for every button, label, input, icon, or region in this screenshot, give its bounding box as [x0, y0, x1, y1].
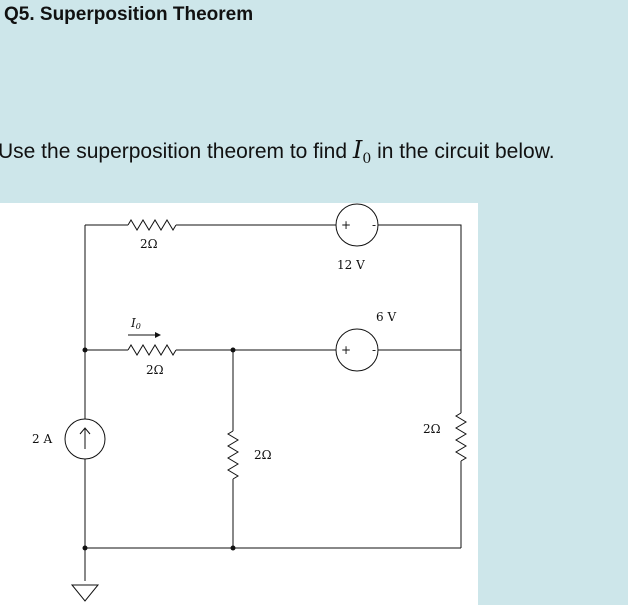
question-title: Q5. Superposition Theorem: [4, 4, 254, 25]
label-r-center: 2Ω: [254, 448, 272, 462]
prompt-symbol-subscript: 0: [362, 151, 372, 168]
label-v-top: 12 V: [337, 258, 365, 272]
current-arrowhead-icon: [155, 332, 161, 338]
label-current-subscript: 0: [136, 322, 141, 331]
resistor-top-icon: [127, 219, 177, 231]
vsrc-top-plus: +: [341, 218, 351, 232]
circuit-diagram: + - + - 2Ω: [32, 203, 467, 602]
label-r-right: 2Ω: [423, 422, 441, 436]
junction-dot-left-mid: [82, 347, 88, 353]
circuit-figure: + - + - 2Ω: [0, 203, 478, 605]
resistor-mid-icon: [127, 344, 177, 356]
label-v-mid: 6 V: [376, 310, 396, 324]
label-current-symbol: I: [130, 316, 136, 330]
prompt-text-after: in the circuit below.: [371, 140, 555, 163]
current-source-arrow-icon: [79, 427, 91, 449]
label-current-source: 2 A: [32, 432, 52, 446]
resistor-center-icon: [227, 430, 239, 480]
label-r-top: 2Ω: [140, 237, 158, 251]
ground-icon: [70, 584, 100, 602]
junction-dot-center-mid: [230, 347, 236, 353]
prompt-symbol: I: [352, 136, 363, 164]
question-prompt: Use the superposition theorem to find I0…: [0, 136, 555, 167]
junction-dot-center-bottom: [230, 545, 236, 551]
label-r-mid: 2Ω: [146, 363, 164, 377]
vsrc-mid-plus: +: [341, 343, 351, 357]
prompt-text-before: Use the superposition theorem to find: [0, 140, 353, 163]
resistor-right-icon: [455, 412, 467, 462]
vsrc-top-minus: -: [372, 218, 376, 232]
junction-dot-left-bottom: [82, 545, 88, 551]
label-current: I0: [130, 316, 141, 331]
vsrc-mid-minus: -: [372, 343, 376, 357]
